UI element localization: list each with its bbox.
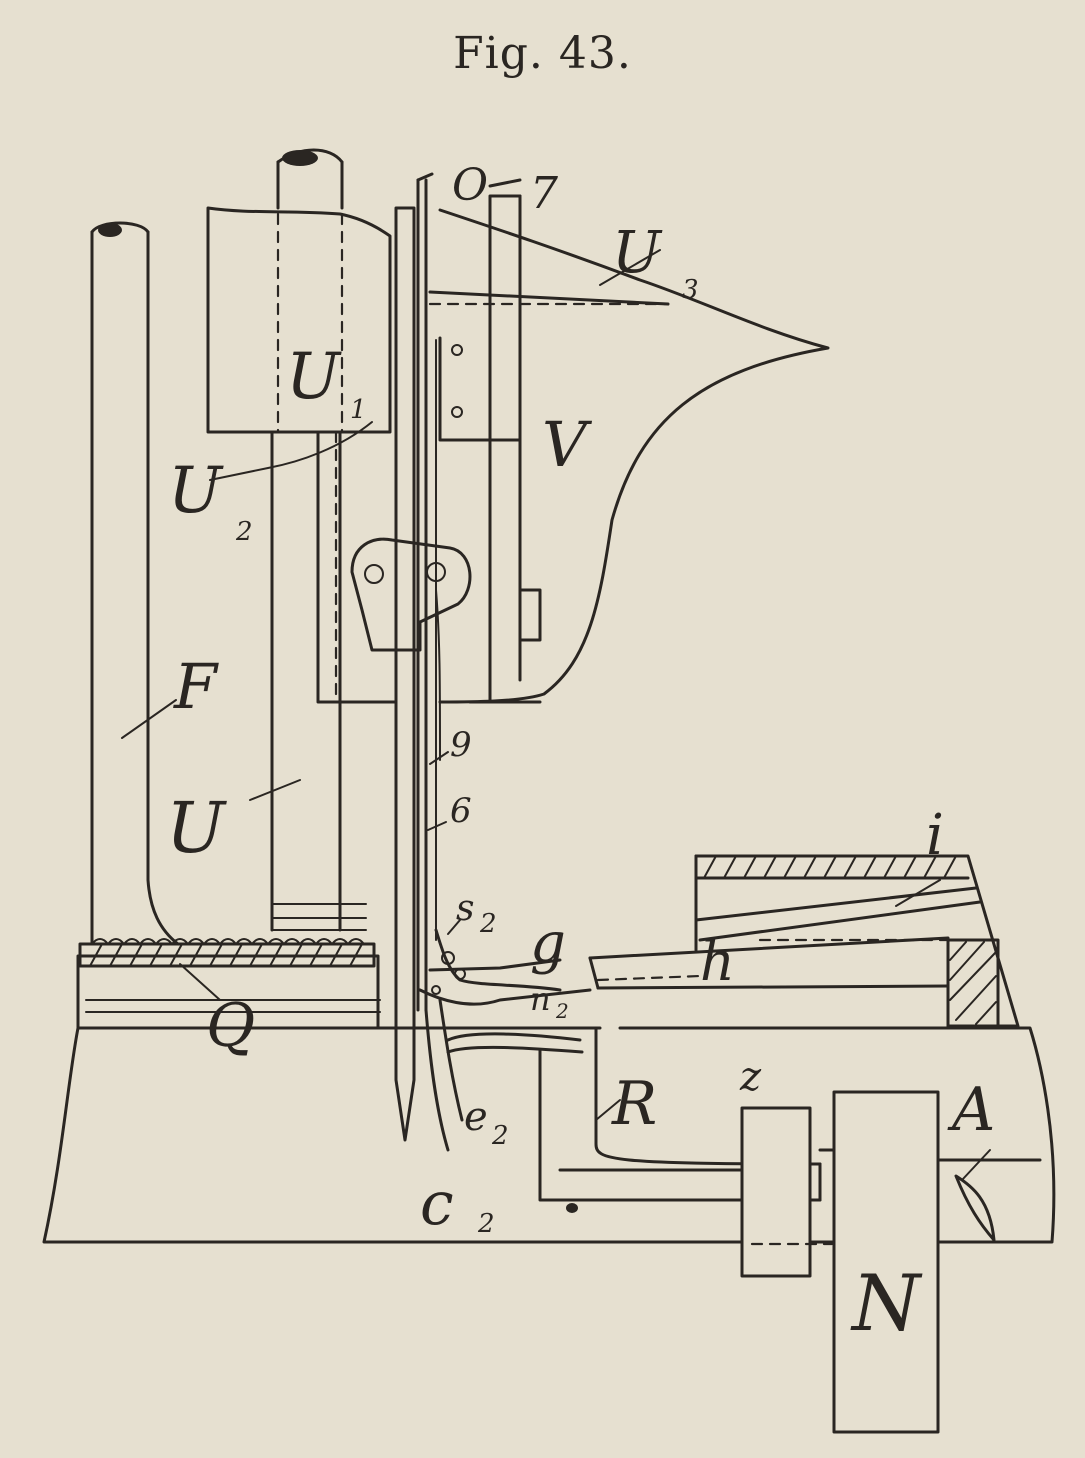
upright-n (818, 1090, 940, 1434)
label-o: O (452, 160, 488, 211)
label-e2-sub: 2 (491, 1121, 509, 1151)
label-e2: e (464, 1094, 488, 1140)
figure-caption: Fig. 43. (453, 28, 632, 79)
label-f: F (173, 650, 219, 723)
label-7: 7 (530, 168, 558, 219)
block-z (740, 1106, 834, 1278)
label-u2-sub: 2 (235, 517, 253, 547)
label-u: U (166, 787, 227, 869)
label-n2: n (530, 980, 551, 1018)
label-u3-sub: 3 (682, 275, 699, 305)
label-s2: s (456, 888, 474, 929)
label-g: g (530, 911, 566, 976)
shaft-a (936, 1158, 1042, 1242)
needle-guide-frame (428, 194, 670, 704)
label-q: Q (206, 991, 255, 1061)
housing-v (438, 178, 830, 704)
column-u (270, 148, 367, 932)
leader-lines (121, 249, 991, 1181)
label-z: z (739, 1054, 762, 1100)
slide-u2 (316, 430, 397, 704)
label-u1: U (286, 340, 342, 414)
label-9: 9 (450, 725, 472, 765)
column-f (90, 221, 180, 946)
label-6: 6 (450, 791, 472, 831)
labels: O 7 U 3 U 1 V U 2 F 9 U 6 i s 2 g h n 2 … (166, 160, 995, 1349)
label-n2-sub: 2 (555, 999, 569, 1023)
label-u3: U (612, 218, 663, 286)
label-c2-sub: 2 (477, 1209, 495, 1239)
label-n: N (850, 1259, 923, 1349)
label-v: V (542, 408, 593, 481)
base-body (42, 954, 1056, 1244)
label-u1-sub: 1 (350, 395, 367, 425)
label-r: R (611, 1069, 657, 1139)
label-h: h (700, 930, 735, 993)
label-a: A (947, 1075, 995, 1145)
lever-bracket (350, 537, 472, 761)
feed-plate-q (78, 938, 376, 968)
label-u2: U (168, 454, 224, 528)
looper-assembly (418, 928, 592, 1122)
label-i: i (926, 803, 944, 868)
label-c2: c (420, 1169, 454, 1239)
block-u1 (206, 206, 392, 434)
label-s2-sub: 2 (479, 909, 497, 939)
needle-bar (394, 172, 450, 1152)
feed-bar-h (588, 854, 1020, 1030)
